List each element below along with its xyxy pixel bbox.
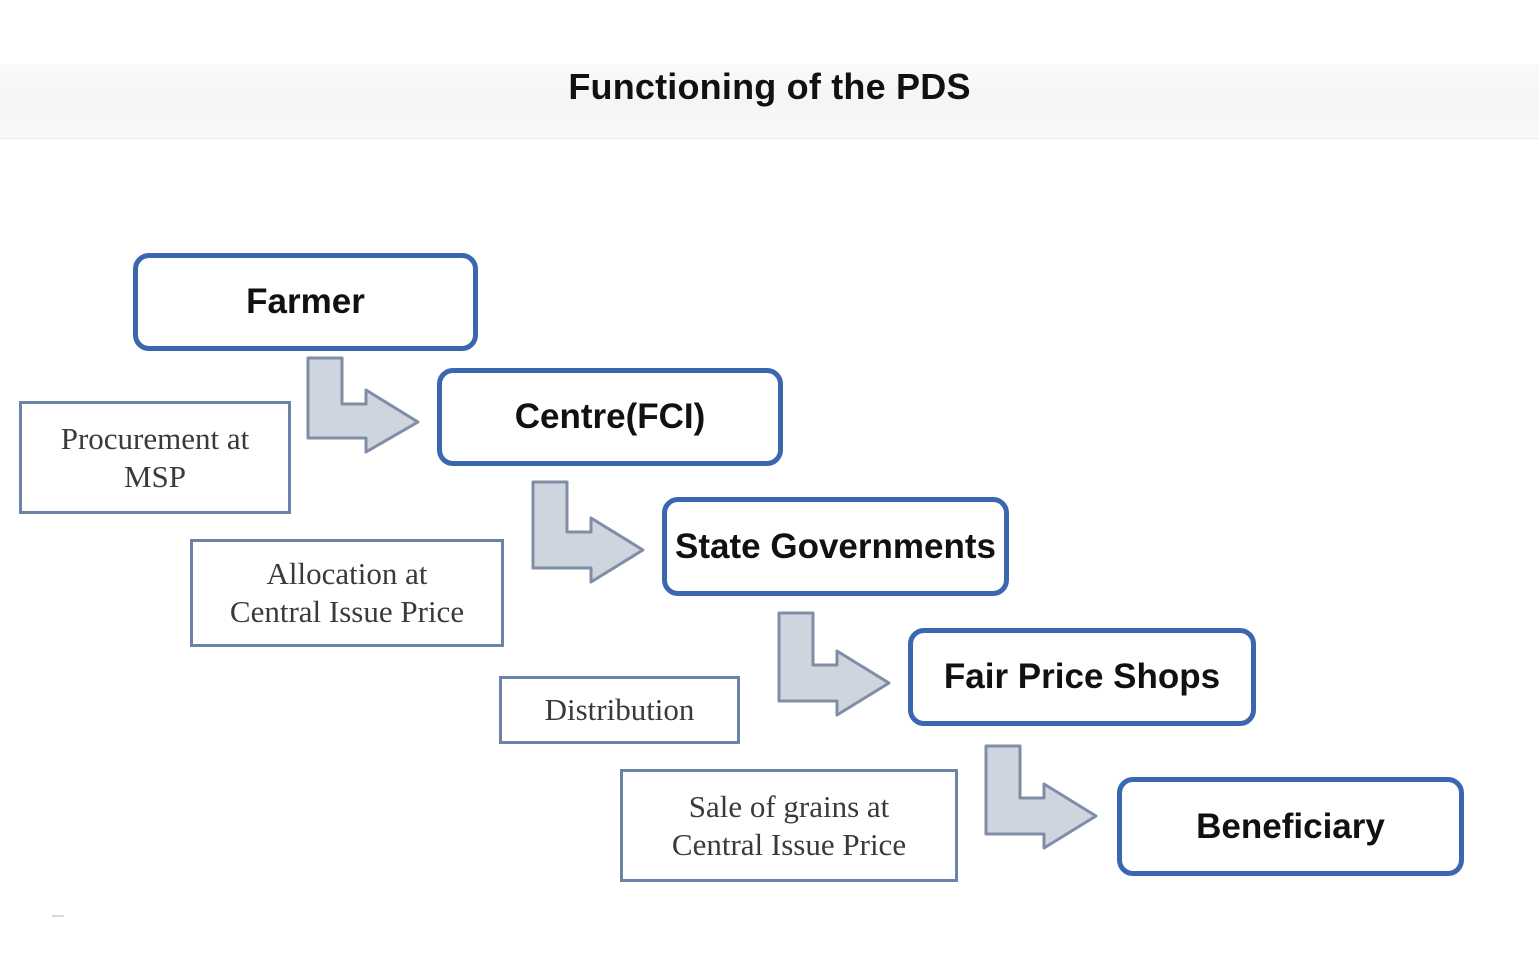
title-band <box>0 64 1539 139</box>
node-centre-fci: Centre(FCI) <box>437 368 783 466</box>
bent-arrow-icon <box>777 611 891 717</box>
node-centre-fci-label: Centre(FCI) <box>514 397 706 436</box>
step-label-distribution: Distribution <box>499 676 740 744</box>
node-fair-price-shops-label: Fair Price Shops <box>943 657 1221 696</box>
bent-arrow-icon <box>984 744 1098 850</box>
step-label-distribution-line1: Distribution <box>544 692 695 727</box>
step-label-sale-line1: Sale of grains at <box>688 788 890 824</box>
node-beneficiary: Beneficiary <box>1117 777 1464 876</box>
node-farmer-label: Farmer <box>246 282 365 321</box>
step-label-procurement-line1: Procurement at <box>60 420 250 456</box>
node-state-governments-label: State Governments <box>675 526 996 566</box>
page-title: Functioning of the PDS <box>568 66 971 107</box>
node-farmer: Farmer <box>133 253 478 351</box>
node-beneficiary-label: Beneficiary <box>1196 806 1385 846</box>
step-label-allocation: Allocation at Central Issue Price <box>190 539 504 647</box>
node-state-governments: State Governments <box>662 497 1009 596</box>
step-label-sale: Sale of grains at Central Issue Price <box>620 769 958 882</box>
step-label-allocation-line2: Central Issue Price <box>229 594 465 629</box>
step-label-sale-line2: Central Issue Price <box>671 826 907 862</box>
node-fair-price-shops: Fair Price Shops <box>908 628 1256 726</box>
step-label-procurement-line2: MSP <box>123 458 187 494</box>
bent-arrow-icon <box>306 356 420 454</box>
bent-arrow-icon <box>531 480 645 584</box>
step-label-procurement: Procurement at MSP <box>19 401 291 514</box>
step-label-allocation-line1: Allocation at <box>266 556 428 591</box>
decorative-speck <box>52 915 64 917</box>
